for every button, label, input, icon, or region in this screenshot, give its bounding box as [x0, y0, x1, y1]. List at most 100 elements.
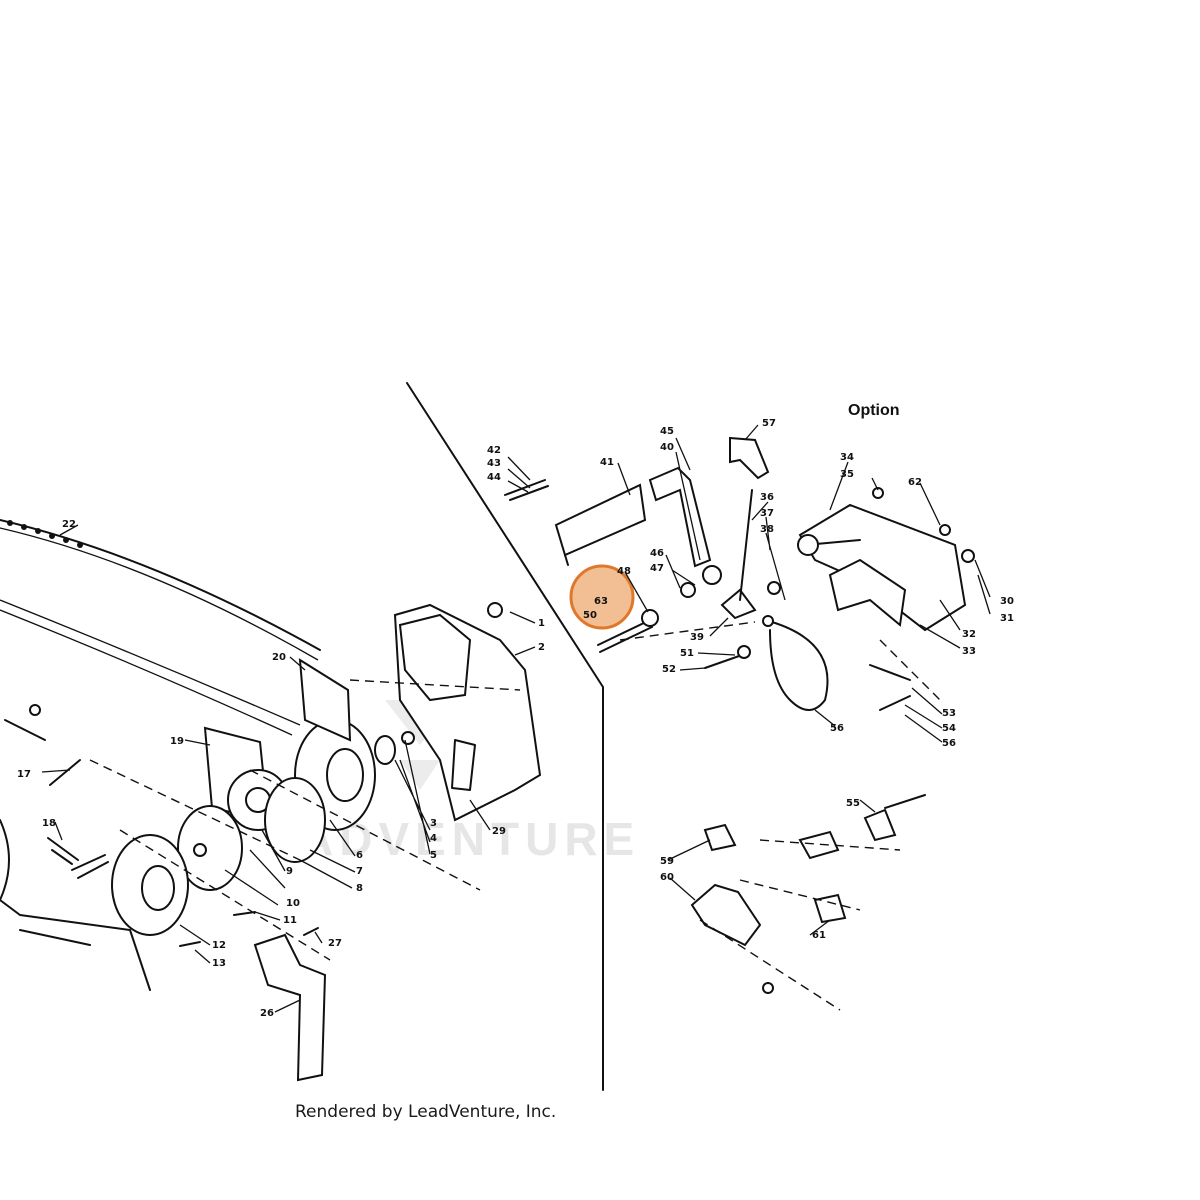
callout-57: 57: [762, 418, 776, 429]
callout-8: 8: [356, 883, 363, 894]
callout-59: 59: [660, 856, 674, 867]
callout-27: 27: [328, 938, 342, 949]
highlight-circle: [569, 564, 635, 630]
bracket-55: [863, 808, 897, 842]
nut-1: [487, 602, 503, 618]
callout-5: 5: [430, 850, 437, 861]
callout-36: 36: [760, 492, 774, 503]
washer-46: [680, 582, 696, 598]
callout-19: 19: [170, 736, 184, 747]
left-nut: [29, 704, 41, 716]
callout-30: 30: [1000, 596, 1014, 607]
callout-4: 4: [430, 833, 437, 844]
left-housing-edge: [0, 819, 10, 901]
callout-1: 1: [538, 618, 545, 629]
callout-62: 62: [908, 477, 922, 488]
callout-33: 33: [962, 646, 976, 657]
chain-links: [7, 520, 83, 548]
callout-39: 39: [690, 632, 704, 643]
clip-57: [729, 436, 770, 480]
callout-26: 26: [260, 1008, 274, 1019]
callout-6: 6: [356, 850, 363, 861]
footer-credit: Rendered by LeadVenture, Inc.: [295, 1102, 556, 1122]
left-frame: [0, 899, 151, 991]
callout-41: 41: [600, 457, 614, 468]
lever-41: [554, 483, 647, 557]
callout-42: 42: [487, 445, 501, 456]
callout-61: 61: [812, 930, 826, 941]
callout-37: 37: [760, 508, 774, 519]
cam-39: [720, 588, 757, 620]
callout-20: 20: [272, 652, 286, 663]
callout-10: 10: [286, 898, 300, 909]
screw-11: [233, 911, 256, 916]
callout-38: 38: [760, 524, 774, 535]
bolt-42: [504, 479, 549, 501]
pin-52: [704, 654, 743, 669]
bracket-26: [253, 933, 327, 1082]
callout-35: 35: [840, 469, 854, 480]
part-18-spring-b: [71, 854, 109, 879]
callout-51: 51: [680, 648, 694, 659]
bushing-51: [737, 645, 751, 659]
callout-2: 2: [538, 642, 545, 653]
bolt-55: [884, 794, 926, 809]
callout-52: 52: [662, 664, 676, 675]
callout-17: 17: [17, 769, 31, 780]
callout-11: 11: [283, 915, 297, 926]
callout-7a: 7: [356, 866, 363, 877]
callout-12: 12: [212, 940, 226, 951]
clip-59: [703, 823, 737, 852]
shroud-32: [798, 503, 967, 632]
callout-56b: 56: [942, 738, 956, 749]
callout-60: 60: [660, 872, 674, 883]
callout-3: 3: [430, 818, 437, 829]
block-61: [813, 893, 847, 924]
nut-62: [939, 524, 951, 536]
chain-bottom-inner: [0, 609, 293, 736]
pivot-47: [702, 565, 722, 585]
callout-34: 34: [840, 452, 854, 463]
bracket-60: [690, 883, 762, 947]
chain-top: [0, 519, 321, 651]
callout-9: 9: [286, 866, 293, 877]
callout-40: 40: [660, 442, 674, 453]
highlight-secondary-label: 50: [583, 610, 597, 621]
lower-screw: [762, 982, 774, 994]
guard-2-window: [398, 613, 472, 702]
callout-54: 54: [942, 723, 956, 734]
option-heading: Option: [848, 402, 900, 419]
highlight-label: 63: [594, 596, 608, 607]
disc-10: [177, 805, 243, 891]
guard-slot: [451, 739, 476, 791]
callout-53: 53: [942, 708, 956, 719]
washer-4: [374, 735, 396, 765]
callout-56: 56: [830, 723, 844, 734]
callout-31: 31: [1000, 613, 1014, 624]
shroud-33: [828, 558, 907, 627]
band-56: [764, 619, 829, 711]
callout-18: 18: [42, 818, 56, 829]
nut-30: [961, 549, 975, 563]
screw-13: [179, 941, 201, 947]
left-bolt: [4, 719, 46, 741]
spring-48: [641, 609, 659, 627]
pin-54: [879, 695, 911, 711]
callout-32: 32: [962, 629, 976, 640]
chain-bottom: [0, 599, 301, 726]
part-17-pin: [49, 759, 81, 786]
callout-labels: 1 2 3 4 5 6 7 8 9 10 11 12 13 17 18 19 2…: [17, 418, 1014, 1019]
spring-53: [869, 664, 911, 681]
screw-35: [872, 487, 884, 499]
callout-46: 46: [650, 548, 664, 559]
nut-3: [401, 731, 415, 745]
callout-22: 22: [62, 519, 76, 530]
callout-47: 47: [650, 563, 664, 574]
callout-29: 29: [492, 826, 506, 837]
screw-38: [767, 581, 781, 595]
callout-48: 48: [617, 566, 631, 577]
leader-lines: [41, 424, 991, 1013]
clutch-7: [264, 777, 326, 863]
callout-43: 43: [487, 458, 501, 469]
screw-27: [303, 927, 319, 936]
